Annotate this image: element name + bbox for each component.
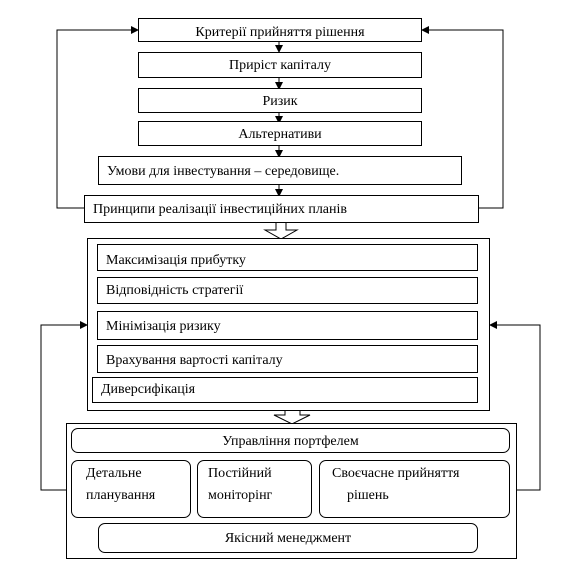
criteria-box: Критерії прийняття рішення: [138, 18, 422, 42]
growth-box: Приріст капіталу: [138, 52, 422, 78]
block-arrow-top: [263, 221, 299, 240]
timely-decisions-line1: Своєчасне прийняття: [332, 466, 460, 481]
detailed-planning-line1: Детальне: [86, 466, 142, 481]
monitoring-line1: Постійний: [208, 466, 272, 481]
monitoring-line2: моніторінг: [208, 488, 273, 503]
risk-min-box: Мінімізація ризику: [97, 311, 478, 340]
loop-left-top: [56, 26, 139, 209]
detailed-planning-line2: планування: [86, 488, 156, 503]
loop-left-bottom: [40, 321, 88, 491]
capital-cost-box: Врахування вартості капіталу: [97, 345, 478, 373]
quality-management-box: Якісний менеджмент: [98, 523, 478, 553]
monitoring-box: Постійний моніторінг: [197, 460, 312, 518]
risk-box: Ризик: [138, 88, 422, 113]
portfolio-management-box: Управління портфелем: [71, 428, 510, 453]
profit-max-box: Максимізація прибутку: [97, 244, 478, 271]
loop-right-top: [421, 26, 504, 209]
alternatives-box: Альтернативи: [138, 121, 422, 146]
strategy-fit-box: Відповідність стратегії: [97, 277, 478, 304]
timely-decisions-box: Своєчасне прийняття рішень: [319, 460, 510, 518]
diversification-box: Диверсифікація: [92, 377, 478, 403]
conditions-box: Умови для інвестування – середовище.: [98, 156, 462, 185]
timely-decisions-line2: рішень: [347, 488, 389, 503]
loop-right-bottom: [489, 321, 541, 491]
principles-box: Принципи реалізації інвестиційних планів: [84, 195, 479, 223]
detailed-planning-box: Детальне планування: [71, 460, 191, 518]
